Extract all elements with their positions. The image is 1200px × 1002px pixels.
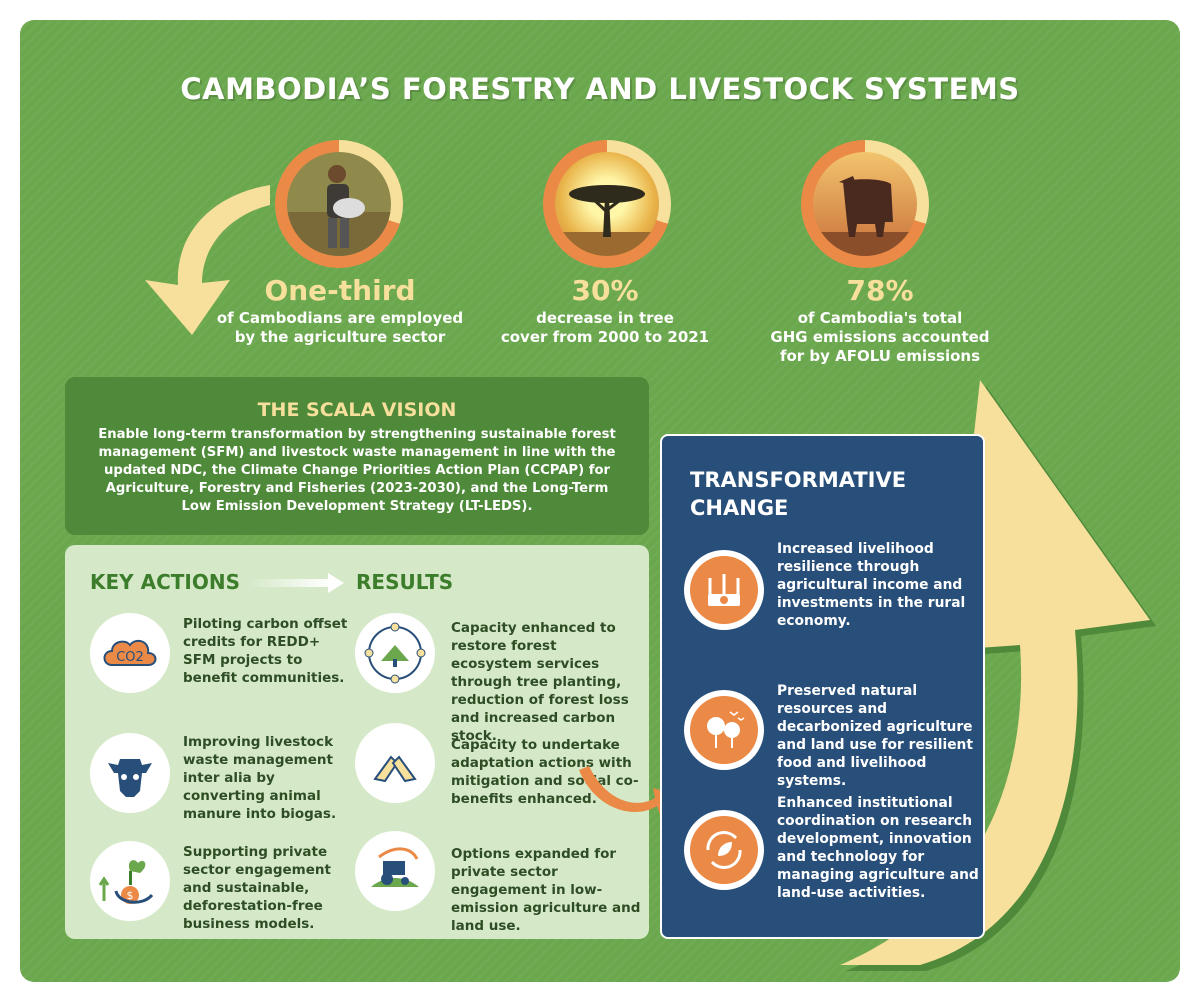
infographic-card: CAMBODIA’S FORESTRY AND LIVESTOCK SYSTEM… [20,20,1180,982]
hands-together-icon [355,723,435,803]
cow-icon [813,176,917,256]
co2-label: CO2 [116,650,144,665]
co2-cloud-icon: CO2 [90,613,170,693]
stat-value: 30% [571,274,639,307]
transformative-change-panel: TRANSFORMATIVE CHANGE Increased liveliho… [660,434,985,939]
transform-item-2: Preserved natural resources and decarbon… [777,683,973,789]
stat-tree-cover: 30% decrease in tree cover from 2000 to … [480,274,730,347]
tree-badge [543,140,671,268]
key-action-3: Supporting private sector engagement and… [183,844,331,932]
forest-network-icon [355,613,435,693]
transform-item-3: Enhanced institutional coordination on r… [777,795,979,901]
income-icon [684,550,764,630]
result-1: Capacity enhanced to restore forest ecos… [451,620,629,744]
svg-text:$: $ [127,889,134,902]
results-heading: RESULTS [356,570,454,594]
cow-head-icon [90,733,170,813]
key-actions-heading: KEY ACTIONS [90,570,240,594]
tree-icon [555,185,659,256]
scala-vision-panel: THE SCALA VISION Enable long-term transf… [65,377,649,535]
stat-desc: of Cambodians are employed by the agricu… [216,309,464,346]
stat-emissions: 78% of Cambodia's total GHG emissions ac… [755,274,1005,366]
key-action-1: Piloting carbon offset credits for REDD+… [183,616,348,686]
stat-value: One-third [264,274,416,307]
stat-value: 78% [846,274,914,307]
orange-arrow [579,766,679,818]
money-plant-icon: $ [90,841,170,921]
result-3: Options expanded for private sector enga… [451,846,641,934]
stat-desc: of Cambodia's total GHG emissions accoun… [770,309,990,365]
vision-text: Enable long-term transformation by stren… [98,427,616,514]
actions-results-panel: KEY ACTIONS RESULTS CO2 Piloting carbon … [65,545,649,939]
transform-item-1: Increased livelihood resilience through … [777,541,966,629]
farmer-icon [287,165,391,256]
curved-arrow-left [145,185,270,335]
key-action-2: Improving livestock waste management int… [183,734,337,822]
tractor-icon [355,831,435,911]
transformative-heading: TRANSFORMATIVE CHANGE [690,468,907,520]
vision-heading: THE SCALA VISION [257,399,457,421]
page-title: CAMBODIA’S FORESTRY AND LIVESTOCK SYSTEM… [180,72,1020,106]
leaf-cycle-icon [684,810,764,890]
farmer-badge [275,140,403,268]
big-arrow-right [840,380,1156,971]
stat-employment: One-third of Cambodians are employed by … [205,274,475,347]
trees-birds-icon [684,690,764,770]
stat-desc: decrease in tree cover from 2000 to 2021 [500,309,710,346]
cow-badge [801,140,929,268]
arrow-right-icon [248,573,344,593]
